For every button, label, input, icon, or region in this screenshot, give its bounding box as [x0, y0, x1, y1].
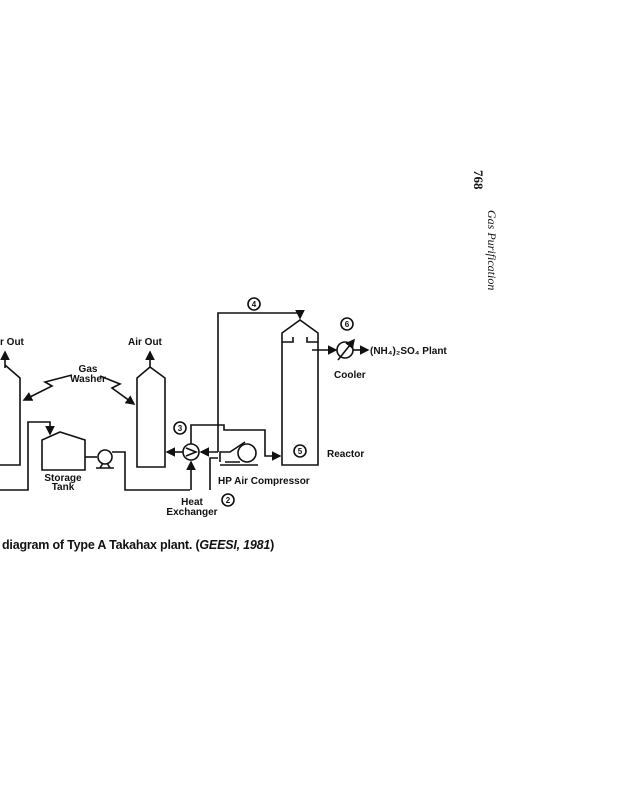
gas-washer-pointer-right	[99, 375, 136, 405]
storage-tank	[41, 431, 86, 471]
gas-washer-label-2: Washer	[70, 374, 106, 385]
gas-washer-middle	[136, 350, 166, 468]
pump	[85, 449, 190, 491]
cooler-label: Cooler	[334, 370, 366, 381]
storage-tank-label: Storage	[44, 473, 82, 484]
citation: GEESI, 1981	[199, 538, 271, 552]
heat-exchanger-label: Heat	[181, 497, 203, 508]
line-to-tank	[20, 421, 55, 491]
hp-air-compressor-label: HP Air Compressor	[218, 476, 310, 487]
air-out-left-label: r Out	[0, 337, 25, 348]
page-number: 768	[471, 170, 486, 190]
svg-text:3: 3	[178, 424, 183, 433]
gas-washer-pointer-left	[22, 374, 73, 401]
stream-2: 2	[221, 493, 235, 507]
svg-text:5: 5	[298, 447, 303, 456]
gas-washer-left	[0, 350, 21, 466]
figure-caption: diagram of Type A Takahax plant. (GEESI,…	[2, 538, 275, 552]
running-title: Gas Purification	[485, 210, 499, 291]
svg-text:4: 4	[252, 300, 257, 309]
stream-5: 5	[293, 444, 307, 458]
reactor-label: Reactor	[327, 449, 364, 460]
storage-tank-label-2: Tank	[52, 482, 75, 493]
gas-washer-label: Gas	[79, 364, 98, 375]
stream-6: 6	[340, 317, 354, 331]
cooler	[336, 338, 370, 361]
air-out-middle-label: Air Out	[128, 337, 163, 348]
stream-4: 4	[247, 297, 261, 311]
reactor	[281, 319, 338, 466]
heat-exchanger-label-2: Exchanger	[166, 507, 217, 518]
svg-text:6: 6	[345, 320, 350, 329]
stream-3: 3	[173, 421, 187, 435]
svg-text:2: 2	[226, 496, 231, 505]
product-label: (NH₄)₂SO₄ Plant	[370, 346, 447, 357]
heat-exchanger	[165, 310, 305, 490]
hp-air-compressor	[219, 441, 258, 466]
